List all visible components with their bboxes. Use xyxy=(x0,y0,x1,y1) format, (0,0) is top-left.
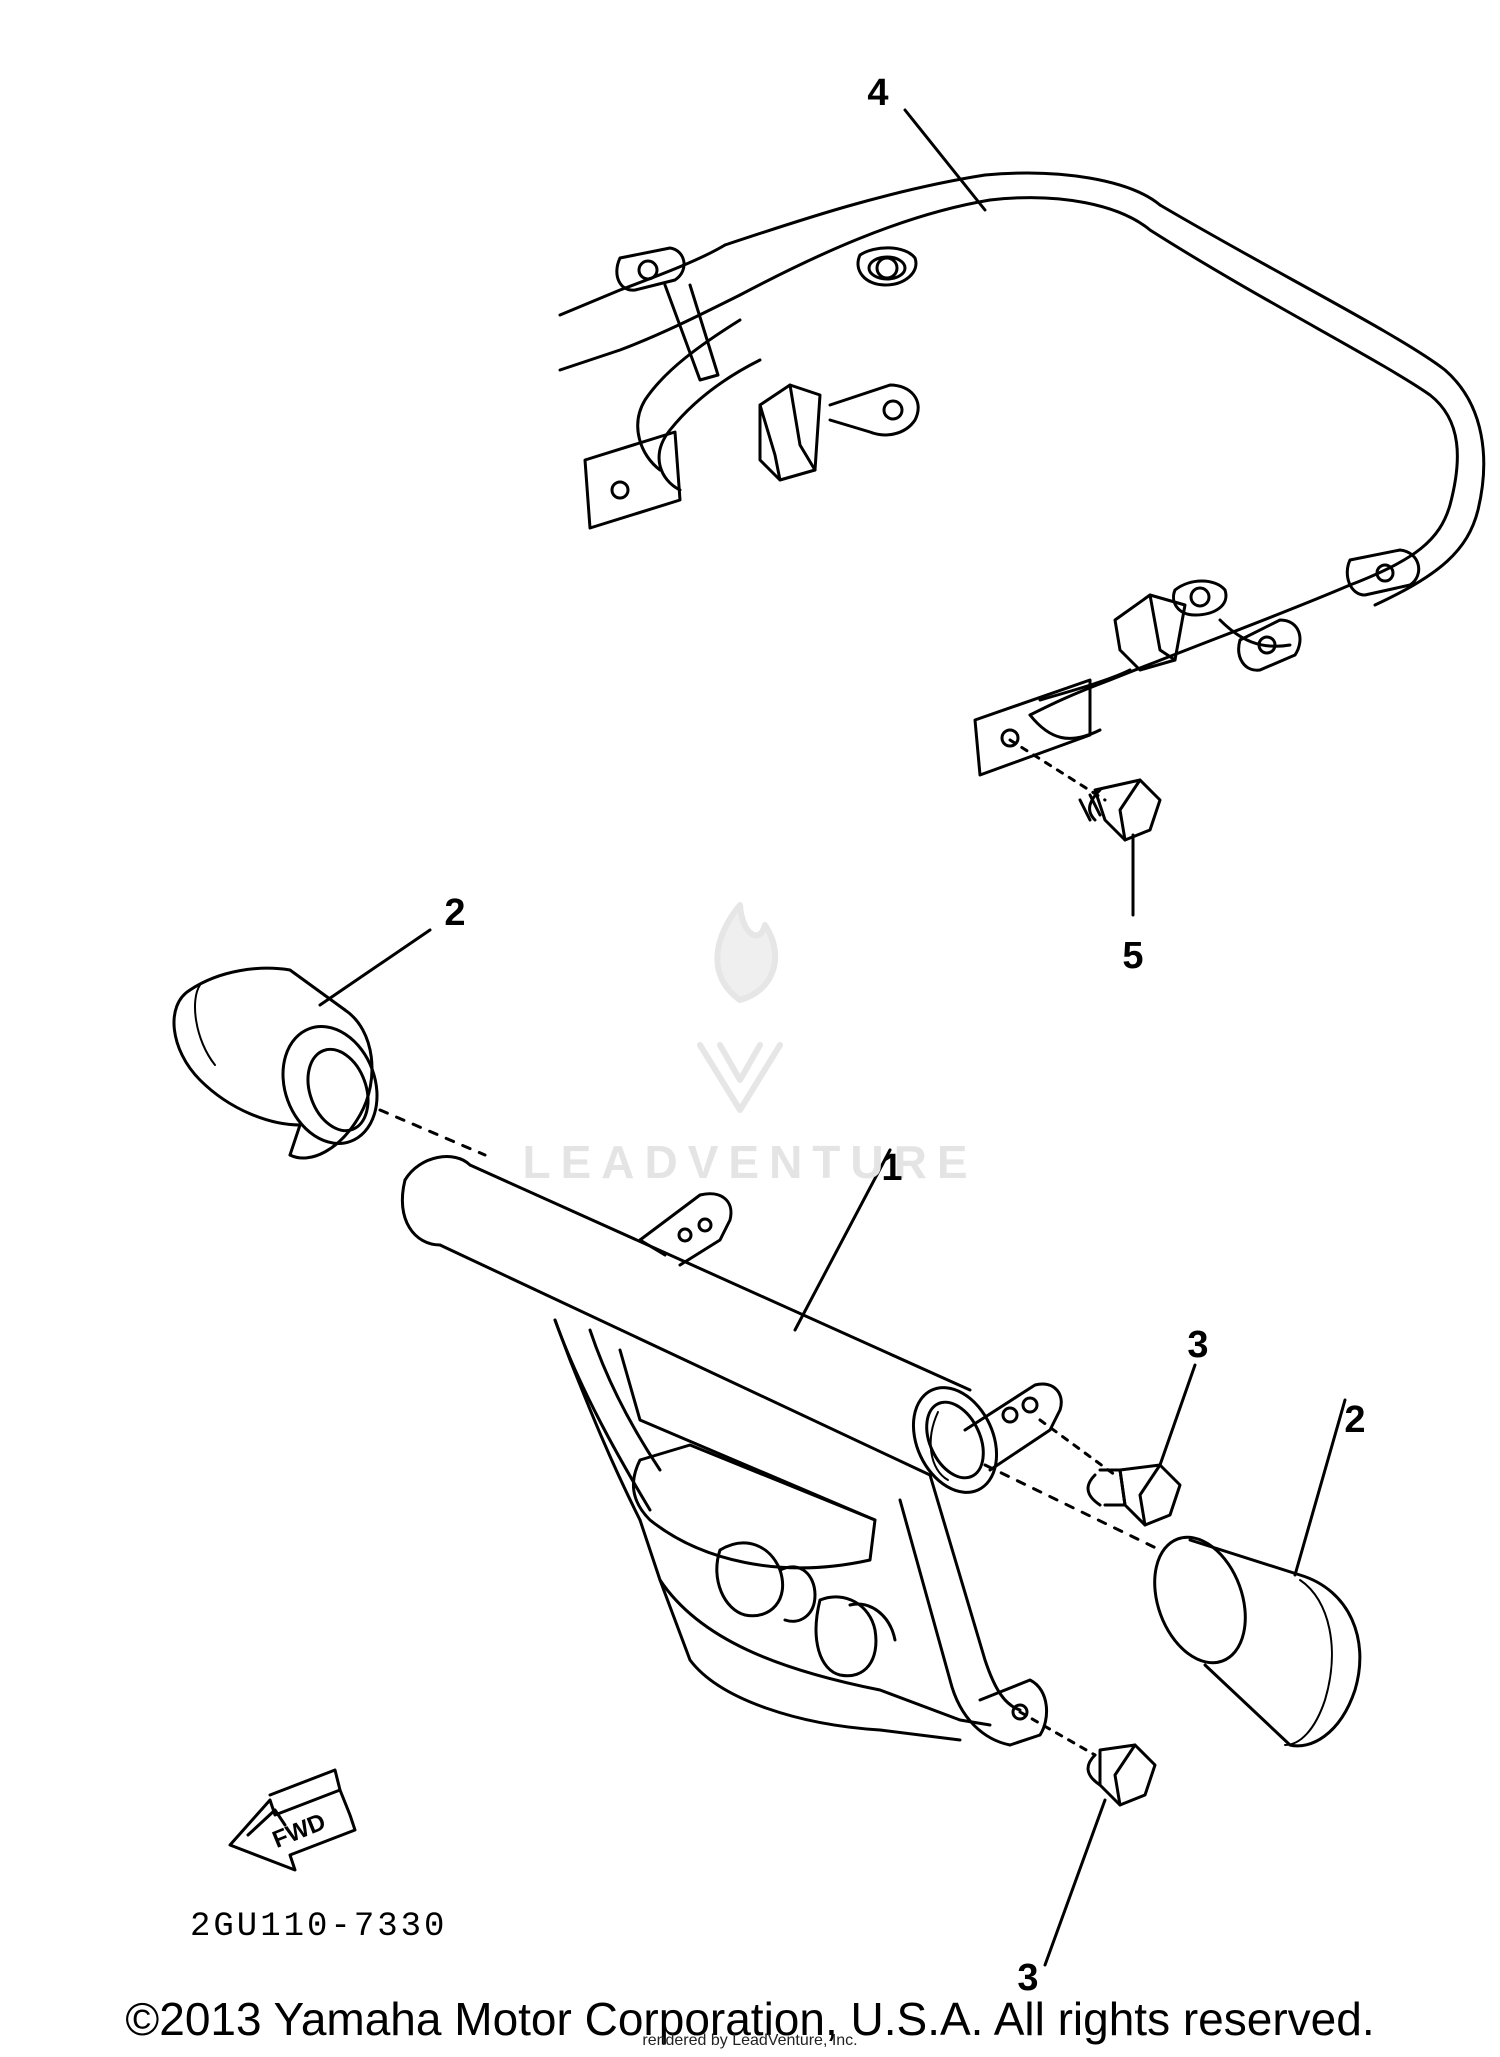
part-2-end-cap-right xyxy=(1153,1398,1362,1748)
part-4-rear-bar xyxy=(558,171,1486,777)
callout-2-right: 2 xyxy=(1344,1399,1365,1441)
drawing-code: 2GU110-7330 xyxy=(190,1908,447,1946)
leader-2-left xyxy=(318,928,432,1007)
watermark-text: LEADVENTURE xyxy=(522,1136,977,1188)
fwd-arrow-icon xyxy=(228,1768,357,1872)
leader-4 xyxy=(903,108,987,212)
part-3-bolt-lower xyxy=(1018,1710,1157,1967)
callout-4: 4 xyxy=(867,72,888,114)
part-1-front-bumper xyxy=(400,1155,1162,1747)
part-2-end-cap-left xyxy=(172,966,487,1160)
part-5-bolt xyxy=(1008,738,1162,917)
leader-1 xyxy=(793,1148,892,1332)
copyright-notice: ©2013 Yamaha Motor Corporation, U.S.A. A… xyxy=(125,1993,1375,2045)
callout-3-upper: 3 xyxy=(1187,1324,1208,1366)
leadventure-watermark xyxy=(697,902,783,1113)
callout-5: 5 xyxy=(1122,935,1143,977)
render-note: rendered by LeadVenture, Inc. xyxy=(642,2032,858,2049)
part-3-bolt-upper xyxy=(1038,1363,1197,1527)
callout-2-left: 2 xyxy=(444,892,465,934)
callout-3-lower: 3 xyxy=(1017,1957,1038,1999)
callout-1: 1 xyxy=(881,1147,902,1189)
